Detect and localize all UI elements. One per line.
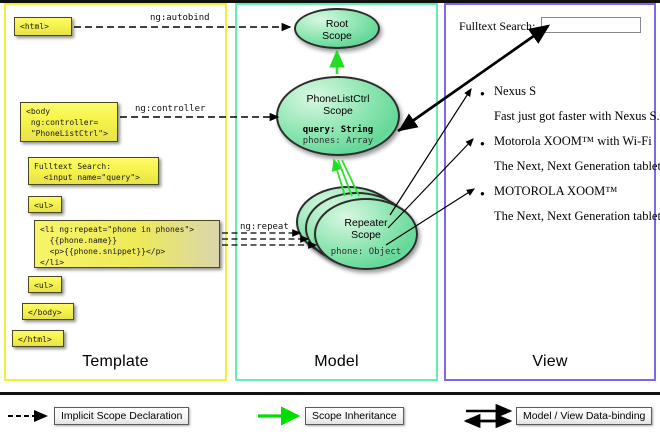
root-scope-ellipse[interactable]: Root Scope (294, 8, 380, 49)
legend-label-scope-inheritance: Scope Inheritance (305, 407, 404, 425)
phone-snippet-1: The Next, Next Generation tablet. (494, 159, 660, 173)
template-box-body-close[interactable]: </body> (22, 303, 74, 320)
phone-name-2: MOTOROLA XOOM™ (494, 184, 618, 198)
template-column: Template (4, 3, 227, 381)
repeater-scope-prop-phone: phone: Object (330, 247, 402, 257)
model-column-label: Model (314, 353, 359, 370)
phonelistctrl-scope-prop-query: query: String (302, 125, 374, 135)
template-box-li-repeat[interactable]: <li ng:repeat="phone in phones"> {{phone… (34, 220, 220, 268)
prop-phone-key: phone (330, 247, 358, 257)
top-divider (0, 0, 660, 3)
template-box-ul-close[interactable]: <ul> (28, 276, 62, 293)
template-column-label: Template (82, 353, 149, 370)
prop-phone-type: Object (368, 247, 402, 257)
template-box-fulltext-search[interactable]: Fulltext Search: <input name="query"> (28, 157, 159, 185)
template-box-html-close[interactable]: </html> (12, 330, 64, 347)
phone-bullet-1: ● (480, 139, 485, 148)
phone-name-0: Nexus S (494, 84, 537, 98)
template-box-body-controller[interactable]: <body ng:controller= "PhoneListCtrl"> (20, 102, 118, 142)
fulltext-search-input[interactable] (541, 17, 641, 33)
phone-snippet-2: The Next, Next Generation tablet. (494, 209, 660, 223)
prop-query-key: query (302, 125, 330, 135)
bottom-divider (0, 392, 660, 395)
ng-autobind-label: ng:autobind (150, 13, 210, 23)
template-box-ul-open[interactable]: <ul> (28, 196, 62, 213)
phonelistctrl-scope-title-line1: PhoneListCtrl (306, 93, 370, 105)
prop-phones-key: phones (302, 136, 336, 146)
ng-controller-label: ng:controller (135, 104, 206, 114)
phonelistctrl-scope-title-line2: Scope (323, 105, 353, 117)
legend-arrow-overlay (8, 403, 513, 429)
view-column: Fulltext Search: ● Nexus S Fast just got… (444, 3, 660, 381)
root-scope-title-line1: Root (325, 18, 349, 30)
prop-query-type: String (340, 125, 374, 135)
phone-bullet-2: ● (480, 189, 485, 198)
phonelistctrl-scope-ellipse[interactable]: PhoneListCtrl Scope query: String phones… (276, 76, 400, 156)
view-search-label: Fulltext Search: (459, 19, 536, 33)
repeater-scope-ellipse[interactable]: Repeater Scope phone: Object (314, 198, 418, 270)
root-scope-title-line2: Scope (322, 30, 352, 42)
phonelistctrl-scope-prop-phones: phones: Array (302, 136, 374, 146)
phone-name-1: Motorola XOOM™ with Wi-Fi (494, 134, 652, 148)
phone-bullet-0: ● (480, 89, 485, 98)
prop-phones-type: Array (346, 136, 374, 146)
repeater-scope-title-line2: Scope (351, 229, 381, 241)
legend-label-implicit-scope-declaration: Implicit Scope Declaration (54, 407, 190, 425)
view-column-label: View (532, 353, 568, 370)
template-box-html-open[interactable]: <html> (14, 17, 72, 36)
ng-repeat-label: ng:repeat (240, 222, 289, 232)
legend: Implicit Scope Declaration Scope Inherit… (0, 398, 660, 435)
repeater-scope-title-line1: Repeater (344, 217, 388, 229)
view-panel-content: Fulltext Search: ● Nexus S Fast just got… (446, 5, 660, 379)
phone-snippet-0: Fast just got faster with Nexus S. (494, 109, 660, 123)
legend-label-model-view-data-binding: Model / View Data-binding (516, 407, 653, 425)
